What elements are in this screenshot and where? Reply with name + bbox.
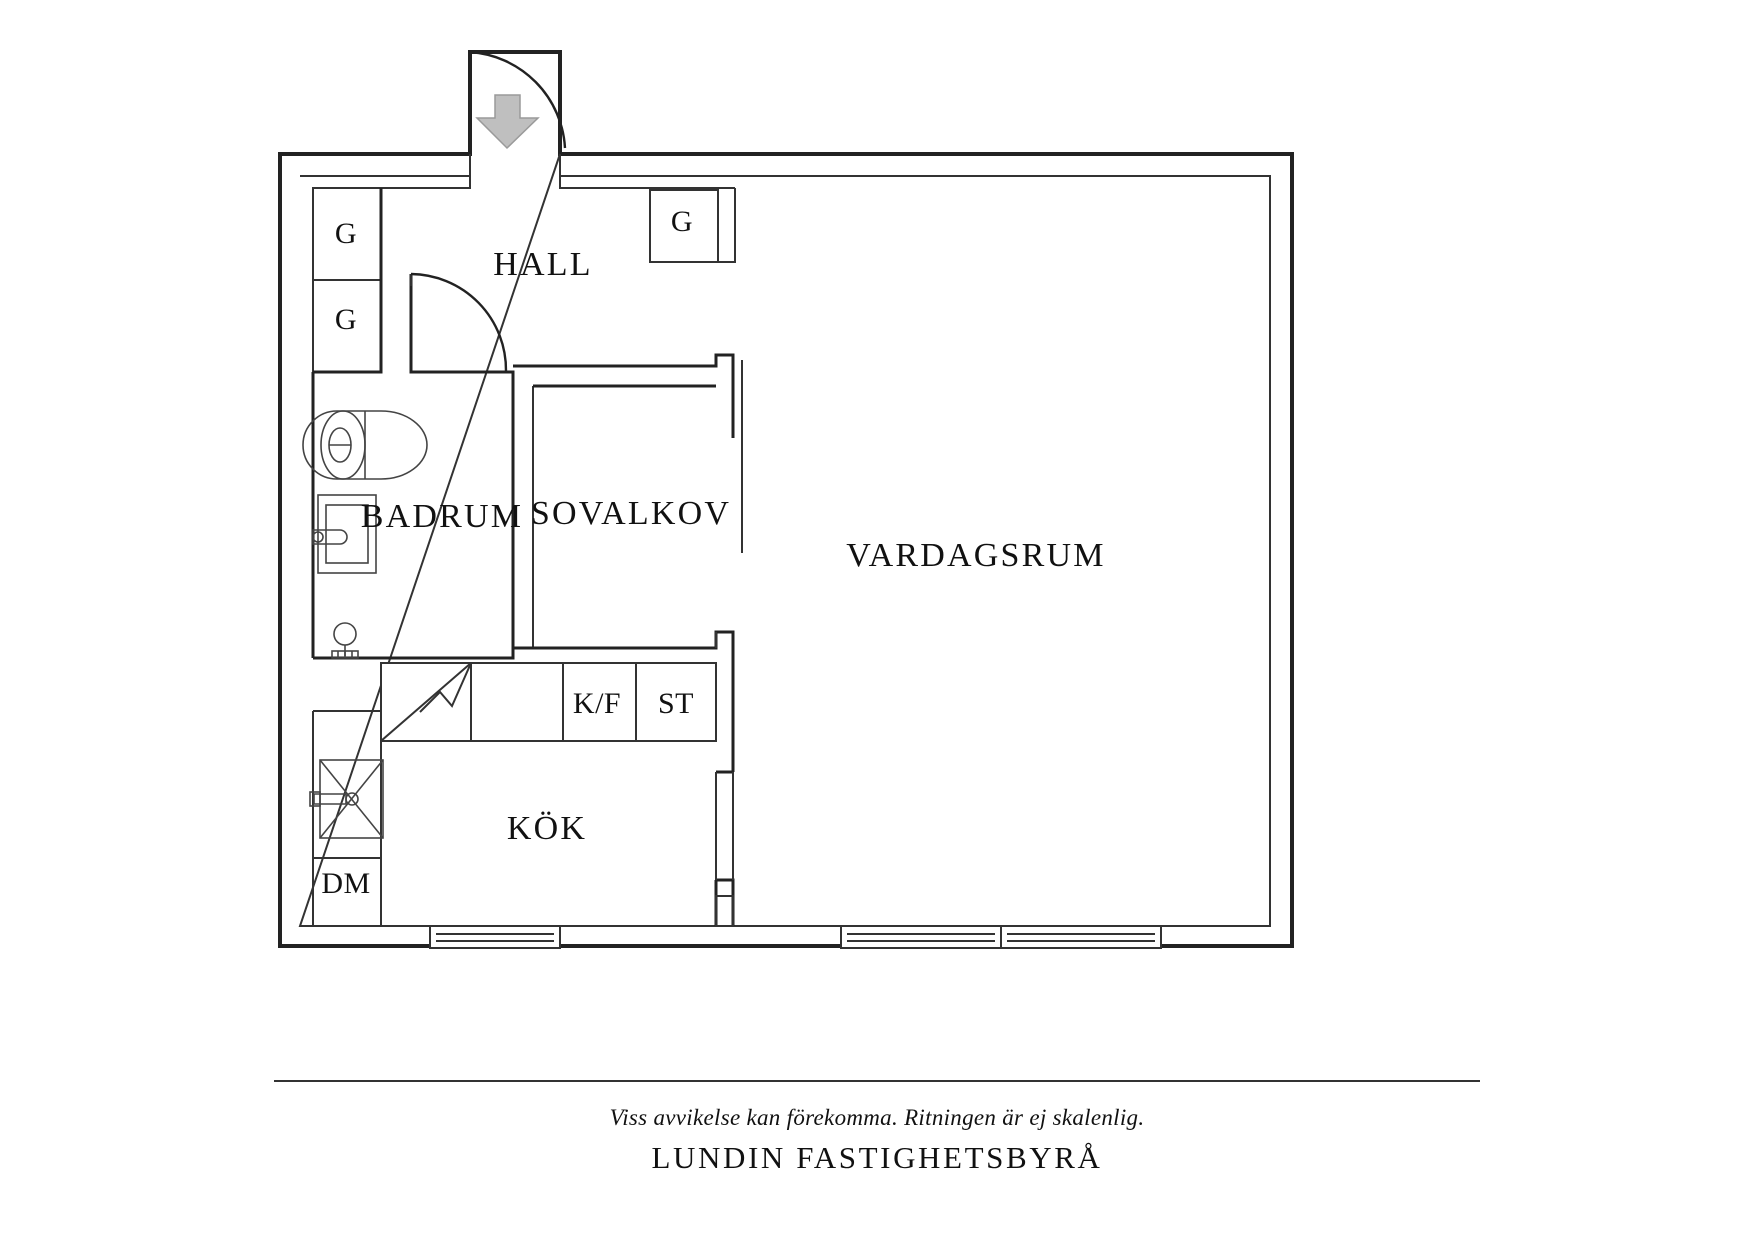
closet-label-g-hall-right: G: [671, 205, 693, 238]
appliance-label-fridge-freezer: K/F: [573, 687, 621, 720]
room-label-badrum: BADRUM: [361, 498, 523, 535]
door-swing-icon: [469, 50, 567, 149]
room-label-kok: KÖK: [507, 810, 587, 847]
room-label-hall: HALL: [493, 246, 592, 283]
bottom-wall-nub: [715, 895, 734, 927]
closet-left-upper: [312, 187, 382, 281]
window-living-right: [1000, 925, 1162, 949]
brand-name: LUNDIN FASTIGHETSBYRÅ: [651, 1139, 1103, 1175]
kitchen-living-wall: [715, 772, 734, 880]
sovalkov-walls: [513, 353, 743, 772]
stove-icon: [380, 662, 472, 742]
kitchen-counter: [380, 662, 717, 742]
floor-drain-icon: [331, 622, 359, 659]
bathroom-door-swing-icon: [410, 272, 508, 372]
washbasin-icon: [312, 494, 377, 574]
window-kitchen: [429, 925, 561, 949]
kitchen-sink-icon: [309, 759, 384, 839]
kitchen-living-divider: [714, 770, 735, 926]
closet-label-g-upper-left: G: [335, 217, 357, 250]
room-label-vardagsrum: VARDAGSRUM: [846, 537, 1105, 574]
closet-hall-right: [649, 189, 719, 263]
footer-divider: [274, 1080, 1480, 1082]
closet-label-g-lower-left: G: [335, 303, 357, 336]
kitchen-left-cabinets: [312, 710, 382, 926]
appliance-label-storage: ST: [658, 687, 694, 720]
disclaimer-text: Viss avvikelse kan förekomma. Ritningen …: [609, 1105, 1145, 1130]
room-label-sovalkov: SOVALKOV: [531, 495, 731, 532]
footer: Viss avvikelse kan förekomma. Ritningen …: [0, 1080, 1754, 1176]
bathroom-walls: [311, 188, 515, 660]
entrance-arrow-icon: [475, 94, 540, 150]
entrance-door-group: [468, 50, 567, 154]
window-living-left: [840, 925, 1002, 949]
appliance-label-dishwasher: DM: [321, 867, 370, 900]
toilet-icon: [302, 410, 428, 480]
